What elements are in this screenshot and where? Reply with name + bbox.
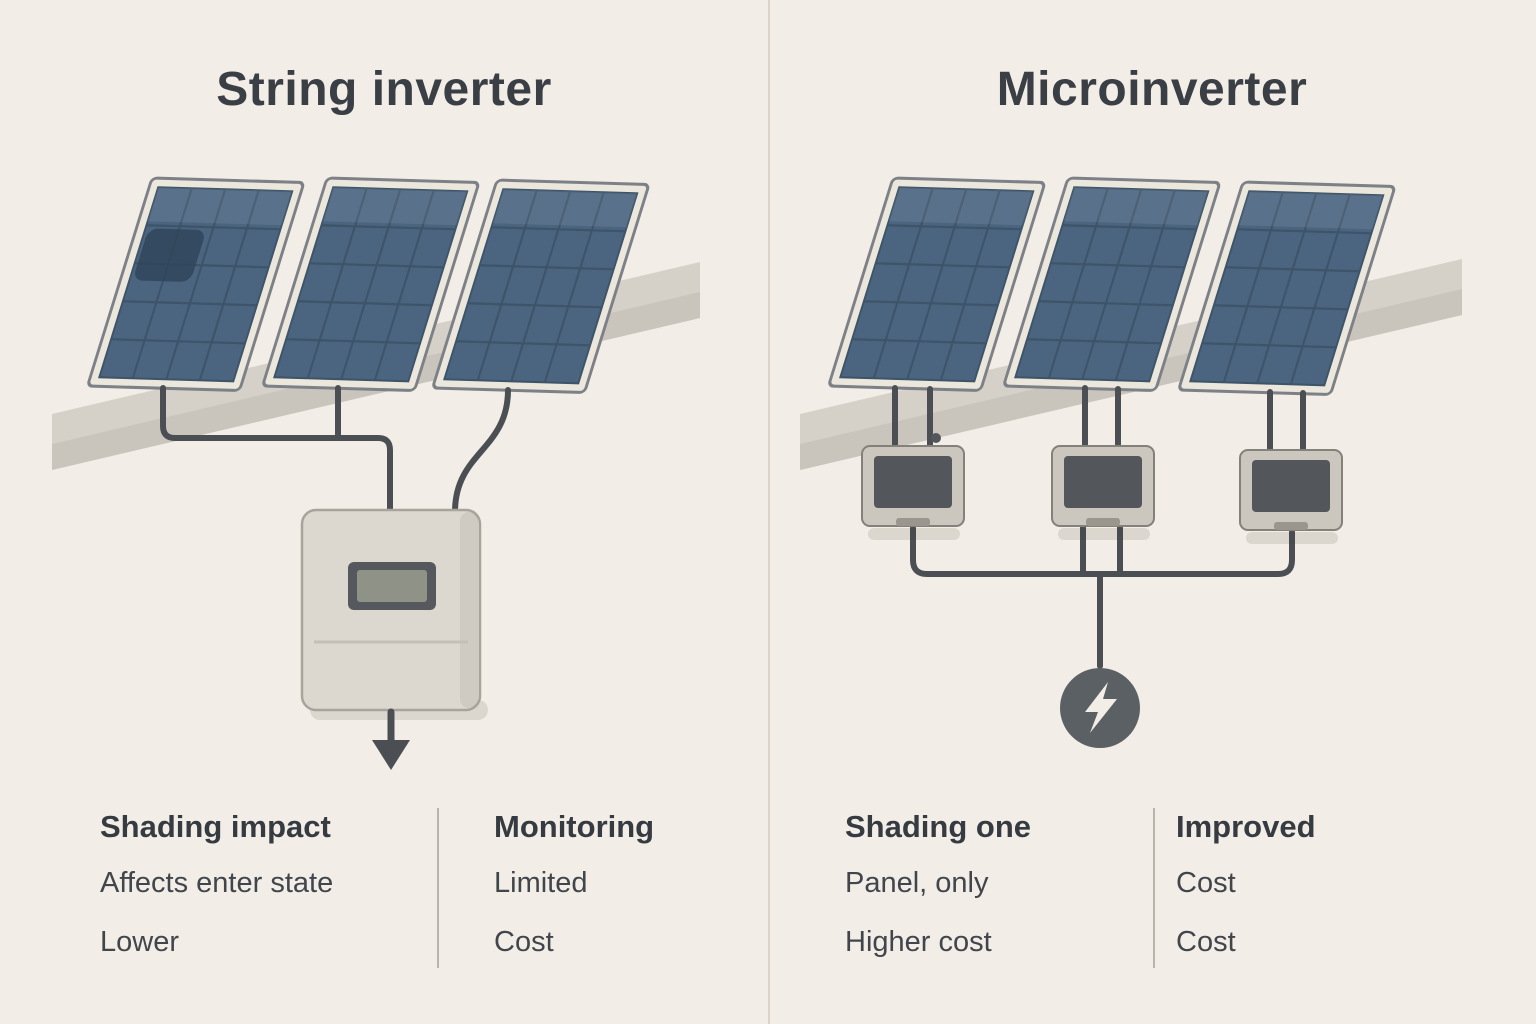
down-arrow-icon <box>372 708 410 770</box>
info-line: Panel, only <box>845 867 989 900</box>
info-heading: Monitoring <box>494 809 655 844</box>
right-info-column-2: Improved Cost Cost <box>1176 809 1316 986</box>
left-info-column-1: Shading impact Affects enter state Lower <box>100 809 334 986</box>
micro-inverter-box-2 <box>1051 445 1155 540</box>
string-inverter-box <box>300 508 488 720</box>
info-line: Cost <box>1176 925 1236 958</box>
info-heading: Improved <box>1176 809 1316 844</box>
info-line: Cost <box>494 925 554 958</box>
micro-inverter-box-3 <box>1239 449 1343 544</box>
info-line: Limited <box>494 867 588 900</box>
right-column-divider <box>1153 808 1155 968</box>
right-info-column-1: Shading one Panel, only Higher cost <box>845 809 1031 986</box>
right-section-title: Microinverter <box>996 63 1308 116</box>
string-wires <box>160 385 511 515</box>
center-divider <box>768 0 770 1024</box>
info-line: Cost <box>1176 867 1236 900</box>
left-section-title: String inverter <box>216 63 552 116</box>
shaded-cell-overlay <box>135 228 204 282</box>
info-heading: Shading impact <box>100 809 331 844</box>
lightning-circle <box>1060 668 1140 748</box>
lightning-bolt-icon <box>1085 682 1117 733</box>
inverter-display <box>348 562 436 610</box>
info-line: Higher cost <box>845 925 992 958</box>
micro-inverter-box-1 <box>861 433 965 540</box>
micro-wires <box>892 385 1306 669</box>
left-column-divider <box>437 808 439 968</box>
left-info-column-2: Monitoring Limited Cost <box>494 809 655 986</box>
info-line: Lower <box>100 925 179 958</box>
info-heading: Shading one <box>845 809 1031 844</box>
info-line: Affects enter state <box>100 867 334 900</box>
